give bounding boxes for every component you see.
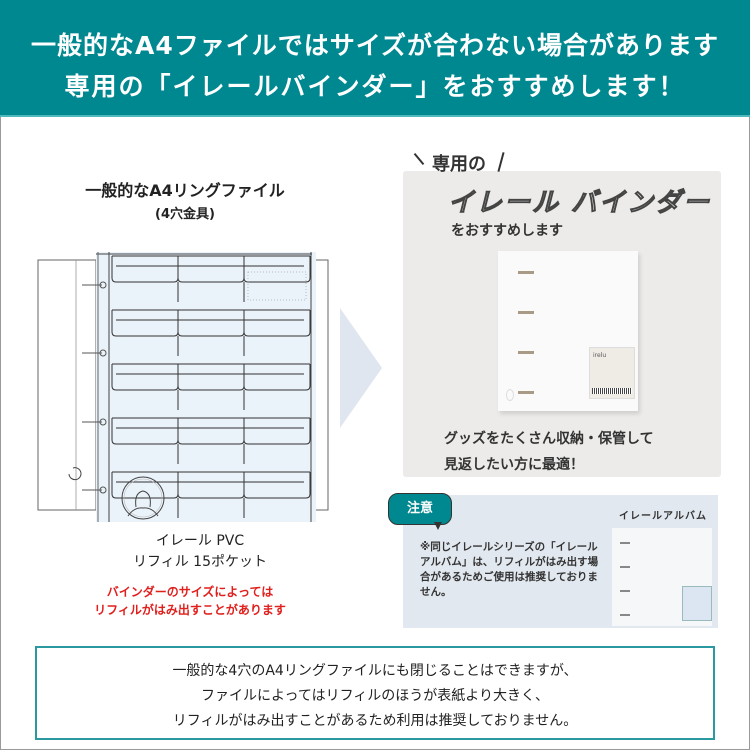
ring-icon [620,542,630,544]
product-label [682,586,712,621]
ring-icon [620,614,630,616]
ring-icon [518,391,534,394]
finger-hole [506,389,514,401]
speech-tail-icon [434,522,442,530]
chevron-right-icon [340,308,382,428]
left-subtitle: (4穴金具) [155,207,215,222]
bottom-line-2: ファイルによってはリフィルのほうが表紙より大きく、 [200,688,550,704]
refill-warning-line-2: リフィルがはみ出すことがあります [94,603,286,617]
recommend-desc-line-2: 見返したい方に最適！ [444,457,584,473]
product-label: irelu [589,347,635,399]
ring-icon [518,351,534,354]
brand-text: irelu [593,352,607,359]
note-badge: 注意 [388,493,452,525]
refill-caption-line-1: イレール PVC [155,533,245,549]
header-line-2: 専用の「イレールバインダー」をおすすめします！ [64,72,686,101]
recommend-product-name: イレール バインダー [447,188,712,219]
ring-icon [518,271,534,274]
recommend-desc-line-1: グッズをたくさん収納・保管して [444,431,654,447]
header-line-1: 一般的なA4ファイルではサイズが合わない場合があります [31,31,719,60]
binder-product-image: irelu [498,251,638,411]
ring-icon [518,311,534,314]
recommend-subtitle: をおすすめします [451,223,563,239]
album-title: イレールアルバム [619,511,707,522]
ring-icon [620,566,630,568]
header-banner: 一般的なA4ファイルではサイズが合わない場合があります 専用の「イレールバインダ… [0,0,750,117]
bottom-notice-box: 一般的な4穴のA4リングファイルにも閉じることはできますが、 ファイルによっては… [35,646,715,740]
note-text: ※同じイレールシリーズの「イレールアルバム」は、リフィルがはみ出す場合があるため… [420,541,599,598]
left-title: 一般的なA4リングファイル [85,181,285,200]
refill-warning-line-1: バインダーのサイズによっては [106,585,274,599]
ring-file-refill-illustration [37,252,329,522]
barcode-icon [592,388,632,394]
ring-icon [620,590,630,592]
refill-caption-line-2: リフィル 15ポケット [133,554,267,570]
bottom-line-3: リフィルがはみ出すことがあるため利用は推奨しておりません。 [172,713,578,729]
recommend-tag: 専用の [432,154,486,175]
album-product-image [612,528,712,626]
bottom-line-1: 一般的な4穴のA4リングファイルにも閉じることはできますが、 [172,663,578,679]
